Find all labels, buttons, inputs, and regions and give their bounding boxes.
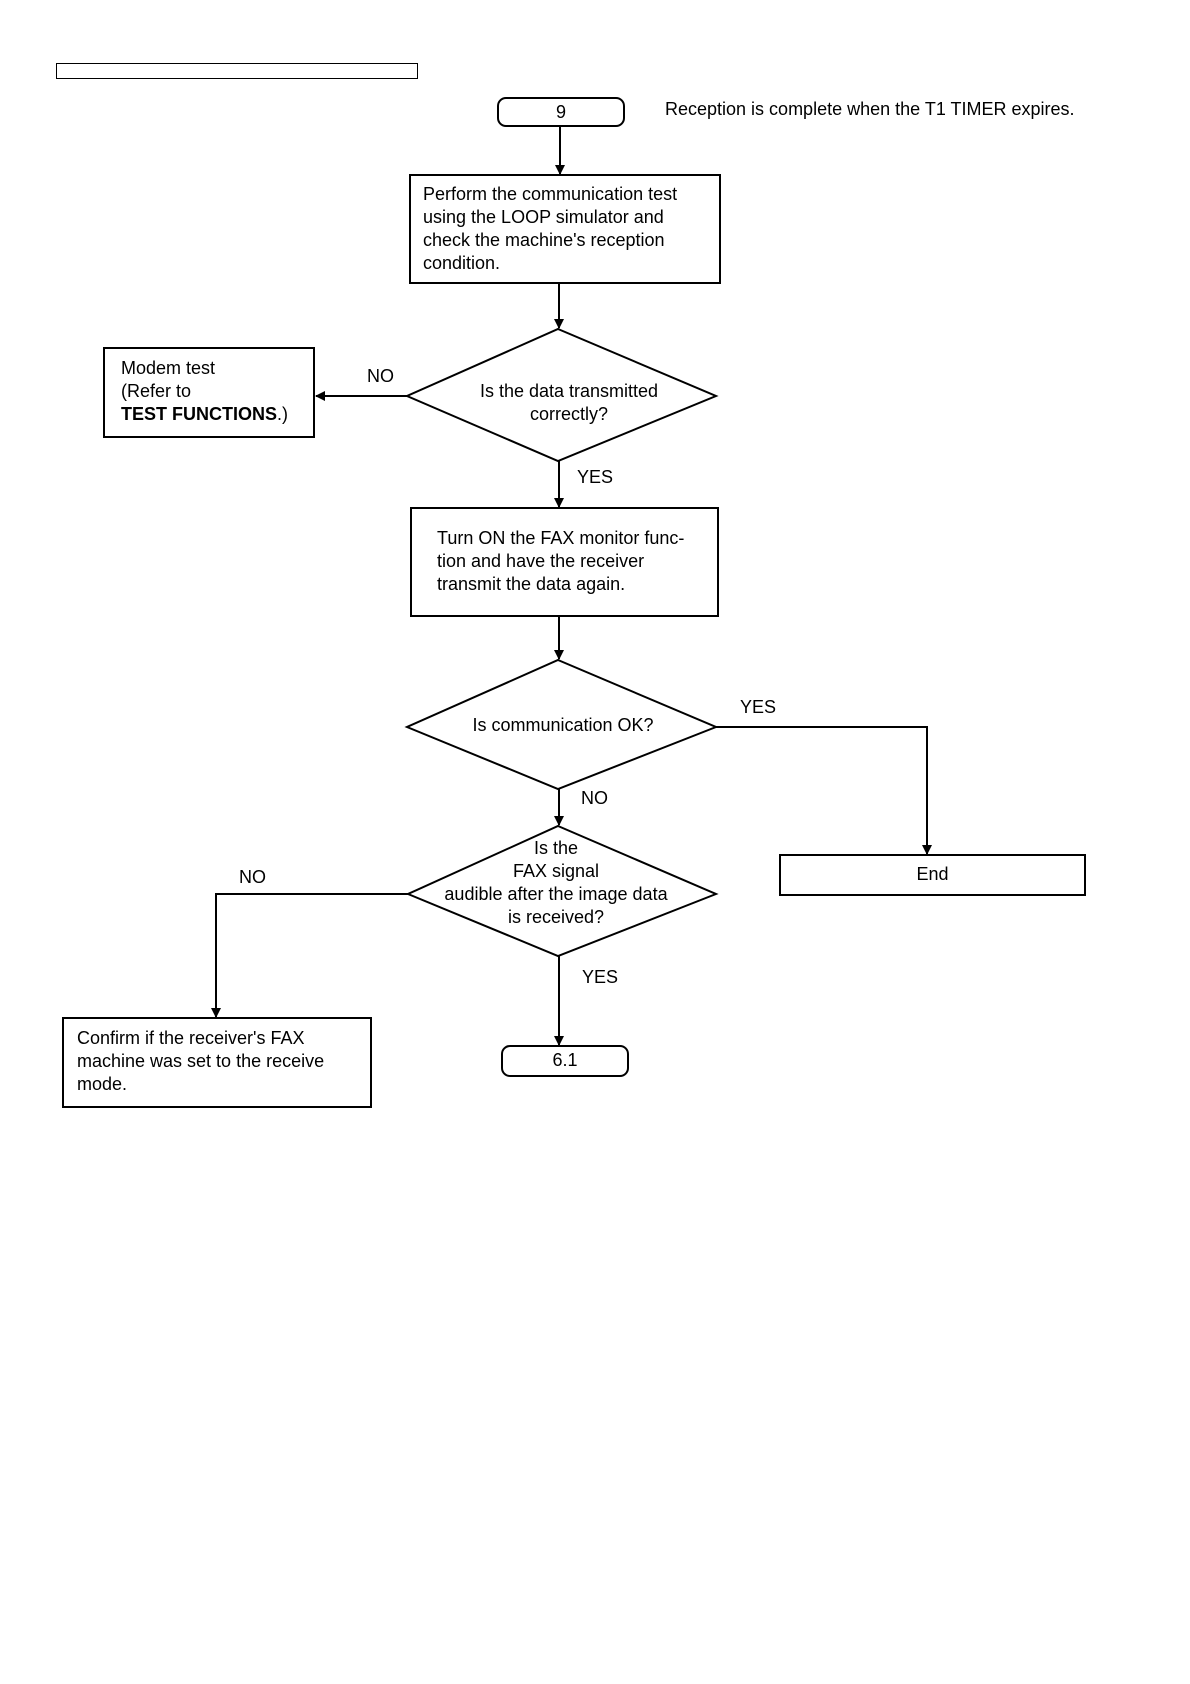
confirm-box	[62, 1017, 372, 1108]
end-box	[779, 854, 1086, 896]
edge-d3-no	[211, 893, 408, 1018]
header-bar	[56, 63, 418, 79]
step2-text: Turn ON the FAX monitor func- tion and h…	[437, 527, 684, 596]
edge-label-d1-no: NO	[367, 366, 394, 386]
step1-line: check the machine's reception	[423, 230, 665, 250]
end-label: End	[916, 864, 949, 884]
step2-line: Turn ON the FAX monitor func-	[437, 528, 685, 548]
modem-ref-tail: .)	[277, 404, 288, 424]
confirm-line: mode.	[77, 1074, 128, 1094]
decision3-line: audible after the image data	[444, 884, 668, 904]
edge-d2-yes	[716, 726, 932, 855]
decision3-line: FAX signal	[512, 861, 600, 881]
edge-label-d2-no: NO	[581, 788, 608, 808]
decision3-line: is received?	[507, 907, 605, 927]
goto-terminator	[501, 1045, 629, 1077]
modem-text: Modem test (Refer to TEST FUNCTIONS.)	[121, 357, 288, 426]
step1-text: Perform the communication test using the…	[423, 183, 677, 275]
decision3-text: Is the FAX signal audible after the imag…	[426, 837, 686, 929]
step2-line: tion and have the receiver	[437, 551, 645, 571]
confirm-line: Confirm if the receiver's FAX	[77, 1028, 305, 1048]
edge-label-d3-no: NO	[239, 867, 266, 887]
modem-line: (Refer to	[121, 381, 192, 401]
step2-line: transmit the data again.	[437, 574, 626, 594]
step1-line: Perform the communication test	[423, 184, 678, 204]
modem-bold-ref: TEST FUNCTIONS	[121, 404, 277, 424]
step2-box	[410, 507, 719, 617]
modem-box	[103, 347, 315, 438]
step1-line: condition.	[423, 253, 501, 273]
step1-line: using the LOOP simulator and	[423, 207, 664, 227]
timer-note: Reception is complete when the T1 TIMER …	[665, 99, 1075, 119]
goto-label: 6.1	[552, 1050, 578, 1070]
edge-label-d2-yes: YES	[740, 697, 777, 717]
confirm-text: Confirm if the receiver's FAX machine wa…	[77, 1027, 324, 1096]
step1-box	[409, 174, 721, 284]
modem-line: Modem test	[121, 358, 216, 378]
decision2-text: Is communication OK?	[472, 715, 654, 735]
decision3-line: Is the	[533, 838, 579, 858]
edge-label-d1-yes: YES	[577, 467, 614, 487]
confirm-line: machine was set to the receive	[77, 1051, 325, 1071]
decision1-line: Is the data transmitted	[479, 381, 659, 401]
decision1-line: correctly?	[529, 404, 609, 424]
decision1-text: Is the data transmitted correctly?	[449, 380, 689, 426]
edge-label-d3-yes: YES	[582, 967, 619, 987]
modem-line: TEST FUNCTIONS.)	[121, 403, 288, 426]
start-label: 9	[555, 102, 566, 122]
